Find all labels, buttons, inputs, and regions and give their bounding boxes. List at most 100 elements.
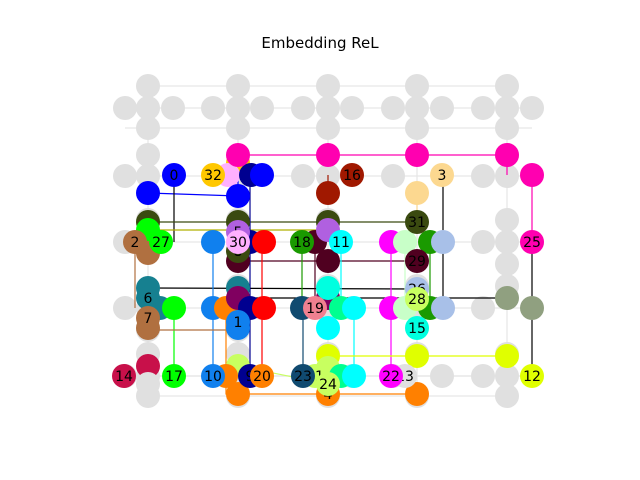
graph-node-28: 28 [405,287,429,311]
graph-node-11: 11 [329,230,353,254]
background-node [495,252,519,276]
chain-node [226,382,250,406]
node-circle [520,364,544,388]
background-node [136,143,160,167]
chain-node [136,181,160,205]
chain-node [316,276,340,300]
node-label: 23 [294,369,312,385]
chain-node [431,230,455,254]
background-node [520,96,544,120]
background-node [495,164,519,188]
background-node [340,96,364,120]
background-node [495,384,519,408]
node-label: 14 [115,369,133,385]
node-circle [405,316,429,340]
node-label: 7 [144,311,153,327]
graph-node-7: 7 [136,306,160,330]
node-label: 3 [438,168,447,184]
background-node [136,96,160,120]
background-node [495,96,519,120]
node-label: 2 [131,235,140,251]
chain-node [405,181,429,205]
chain-node [136,354,160,378]
background-node [136,164,160,188]
graph-nodes: 0123456789101112131415161718192021222324… [112,163,544,406]
node-label: 10 [204,369,222,385]
background-node [226,116,250,140]
background-node [471,164,495,188]
chain-node [316,249,340,273]
graph-node-1: 1 [226,310,250,334]
node-circle [136,286,160,310]
background-node [136,74,160,98]
chain-node [405,344,429,368]
background-node [316,74,340,98]
graph-node-22: 22 [379,364,403,388]
chain-node [393,230,417,254]
node-circle [520,230,544,254]
node-circle [201,163,225,187]
background-node [226,74,250,98]
node-circle [250,364,274,388]
chain-node [136,372,160,396]
node-label: 27 [152,235,170,251]
graph-node-18: 18 [290,230,314,254]
graph-node-29: 29 [405,249,429,273]
background-node [430,96,454,120]
node-label: 19 [306,301,324,317]
node-circle [201,364,225,388]
graph-node-19: 19 [303,296,327,320]
graph-node-17: 17 [162,364,186,388]
node-label: 25 [523,235,541,251]
graph-node-6: 6 [136,286,160,310]
node-label: 12 [523,369,541,385]
chain-node [226,143,250,167]
background-node [471,96,495,120]
chain-node [316,316,340,340]
chain-node [342,296,366,320]
background-node [161,96,185,120]
background-node [471,364,495,388]
chain-node [495,143,519,167]
background-node [291,96,315,120]
node-circle [123,230,147,254]
chain-edge [147,287,418,290]
diagram-title: Embedding ReL [261,34,379,52]
background-node [495,116,519,140]
chain-edge [238,154,508,175]
background-node [495,74,519,98]
graph-node-2: 2 [123,230,147,254]
node-label: 0 [170,168,179,184]
background-node [405,116,429,140]
node-circle [112,364,136,388]
background-node [495,364,519,388]
node-label: 9 [246,369,255,385]
background-node [495,230,519,254]
background-node [201,96,225,120]
graph-node-3: 3 [430,163,454,187]
node-circle [430,163,454,187]
background-node [316,96,340,120]
background-node [136,116,160,140]
chain-node [495,344,519,368]
node-circle [316,372,340,396]
chain-node [252,230,276,254]
node-circle [226,230,250,254]
node-circle [136,306,160,330]
chain-node [316,181,340,205]
background-node [113,96,137,120]
graph-node-14: 14 [112,364,136,388]
chain-node [252,296,276,320]
graph-node-20: 20 [250,364,274,388]
chain-node [495,286,519,310]
node-circle [405,287,429,311]
node-circle [329,230,353,254]
node-label: 15 [408,321,426,337]
node-label: 30 [229,235,247,251]
node-label: 29 [408,254,426,270]
node-circle [162,364,186,388]
node-label: 31 [408,215,426,231]
graph-node-30: 30 [226,230,250,254]
node-label: 1 [234,315,243,331]
